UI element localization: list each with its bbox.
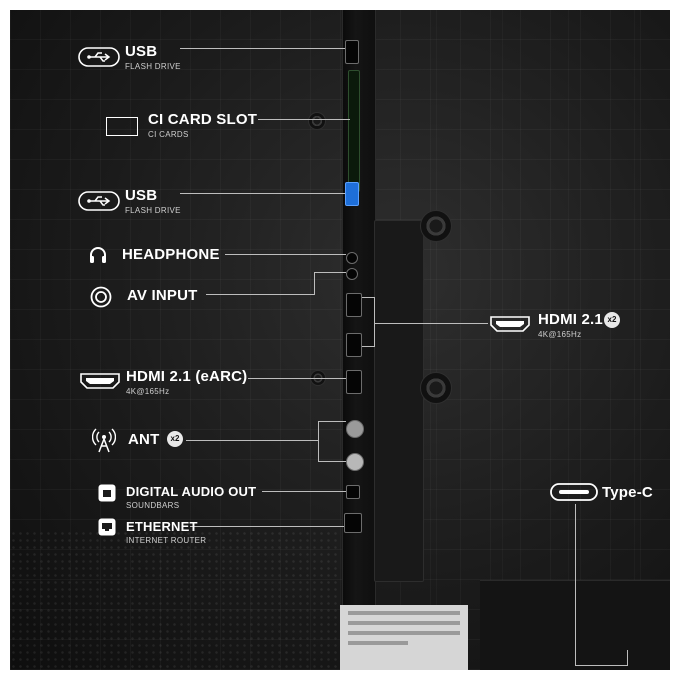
antenna-icon bbox=[92, 428, 116, 453]
screw bbox=[308, 112, 326, 130]
headphone-jack bbox=[346, 252, 358, 264]
connector-line bbox=[575, 504, 576, 666]
optical-audio-icon bbox=[98, 484, 116, 502]
connector-line bbox=[225, 254, 346, 255]
connector-line bbox=[575, 665, 627, 666]
ci-card-icon bbox=[106, 117, 138, 136]
av-input-icon bbox=[90, 286, 112, 308]
connector-line bbox=[318, 421, 346, 422]
connector-line bbox=[186, 440, 318, 441]
usb-sublabel: FLASH DRIVE bbox=[125, 206, 181, 215]
port-strip-lower bbox=[374, 220, 424, 582]
connector-line bbox=[362, 297, 374, 298]
connector-line bbox=[627, 650, 628, 666]
connector-line bbox=[206, 294, 314, 295]
type-c-label: Type-C bbox=[602, 484, 653, 501]
connector-line bbox=[180, 48, 345, 49]
hdmi-icon bbox=[490, 316, 530, 332]
connector-line bbox=[262, 491, 346, 492]
optical-port bbox=[346, 485, 360, 499]
ant-port bbox=[346, 420, 364, 438]
hdmi21-sublabel: 4K@165Hz bbox=[538, 330, 582, 339]
tv-back-panel: USB FLASH DRIVE CI CARD SLOT CI CARDS US… bbox=[10, 10, 670, 670]
connector-line bbox=[314, 272, 346, 273]
type-c-icon bbox=[550, 483, 598, 501]
quantity-badge: x2 bbox=[167, 431, 183, 447]
av-jack bbox=[346, 268, 358, 280]
av-input-label: AV INPUT bbox=[127, 287, 198, 304]
hdmi-earc-label: HDMI 2.1 (eARC) bbox=[126, 368, 248, 385]
hdmi-port bbox=[346, 333, 362, 357]
connector-line bbox=[190, 526, 344, 527]
ant-port bbox=[346, 453, 364, 471]
ethernet-icon bbox=[98, 518, 116, 536]
ant-label: ANT bbox=[128, 431, 160, 448]
rating-label bbox=[340, 605, 468, 670]
ethernet-port bbox=[344, 513, 362, 533]
digital-audio-sublabel: SOUNDBARS bbox=[126, 501, 180, 510]
screw-mount bbox=[420, 210, 452, 242]
usb-3-port bbox=[345, 182, 359, 206]
ci-card-sublabel: CI CARDS bbox=[148, 130, 189, 139]
connector-line bbox=[248, 378, 346, 379]
hdmi21-label: HDMI 2.1 bbox=[538, 311, 603, 328]
usb-port bbox=[345, 40, 359, 64]
usb-sublabel: FLASH DRIVE bbox=[125, 62, 181, 71]
panel-texture bbox=[10, 10, 670, 670]
connector-line bbox=[362, 346, 374, 347]
hdmi-earc-sublabel: 4K@165Hz bbox=[126, 387, 170, 396]
headphone-label: HEADPHONE bbox=[122, 246, 220, 263]
ethernet-sublabel: INTERNET ROUTER bbox=[126, 536, 207, 545]
headphone-icon bbox=[90, 247, 106, 263]
connector-line bbox=[180, 193, 345, 194]
usb-label: USB bbox=[125, 187, 158, 204]
vent-grille bbox=[10, 530, 340, 670]
ci-card-label: CI CARD SLOT bbox=[148, 111, 258, 128]
ethernet-label: ETHERNET bbox=[126, 519, 198, 534]
connector-line bbox=[374, 323, 488, 324]
usb-label: USB bbox=[125, 43, 158, 60]
quantity-badge: x2 bbox=[604, 312, 620, 328]
digital-audio-label: DIGITAL AUDIO OUT bbox=[126, 484, 257, 499]
connector-line bbox=[374, 297, 375, 347]
ci-card-slot bbox=[348, 70, 360, 192]
hdmi-earc-port bbox=[346, 370, 362, 394]
connector-line bbox=[314, 272, 315, 295]
connector-line bbox=[318, 461, 346, 462]
usb-icon bbox=[78, 191, 120, 211]
usb-icon bbox=[78, 47, 120, 67]
hdmi-port bbox=[346, 293, 362, 317]
screw-mount bbox=[420, 372, 452, 404]
connector-line bbox=[318, 421, 319, 462]
hdmi-icon bbox=[80, 373, 120, 389]
connector-line bbox=[258, 119, 350, 120]
